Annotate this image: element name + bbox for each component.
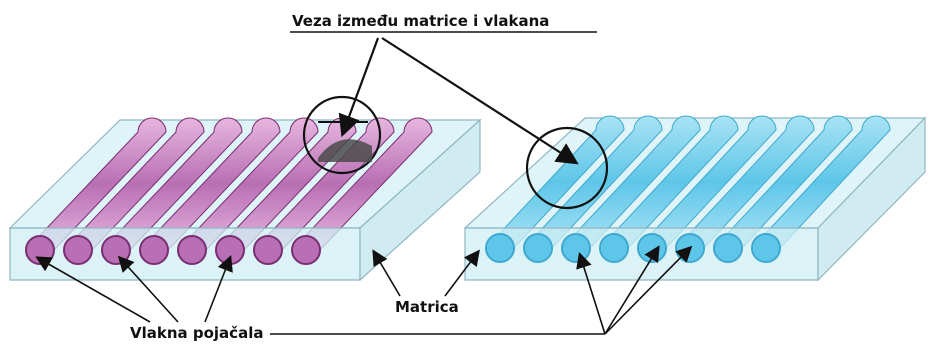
interface-pointer-right bbox=[381, 37, 579, 165]
left-fiber-group bbox=[24, 117, 433, 251]
left-fiber-1 bbox=[24, 117, 167, 251]
interface-label: Veza između matrice i vlakana bbox=[292, 12, 550, 30]
fiber-label: Vlakna pojačala bbox=[130, 324, 264, 342]
fiber-pointer-4 bbox=[576, 251, 606, 335]
right-fiber-2 bbox=[522, 115, 663, 249]
left-composite-block bbox=[8, 117, 482, 282]
right-composite-block bbox=[463, 115, 927, 282]
fiber-pointer-2 bbox=[117, 255, 179, 323]
right-fiber-7 bbox=[712, 115, 853, 249]
interface-detail-left bbox=[318, 139, 372, 162]
left-fiber-end-4 bbox=[139, 235, 169, 265]
right-fiber-8 bbox=[750, 115, 891, 249]
left-fiber-8 bbox=[290, 117, 433, 251]
matrix-label: Matrica bbox=[395, 298, 459, 316]
right-fiber-end-3 bbox=[561, 233, 591, 263]
interface-magnifier-right bbox=[525, 126, 609, 210]
left-fiber-end-7 bbox=[253, 235, 283, 265]
left-fiber-end-2 bbox=[63, 235, 93, 265]
left-fiber-end-8 bbox=[291, 235, 321, 265]
left-fiber-end-3 bbox=[101, 235, 131, 265]
right-fiber-4 bbox=[598, 115, 739, 249]
interface-magnifier-left bbox=[302, 95, 382, 175]
right-fiber-end-2 bbox=[523, 233, 553, 263]
fiber-pointer-5 bbox=[604, 245, 660, 335]
right-matrix-side-face bbox=[817, 116, 926, 282]
left-fiber-5 bbox=[176, 117, 319, 251]
left-fiber-3 bbox=[100, 117, 243, 251]
left-fiber-4 bbox=[138, 117, 281, 251]
right-fiber-group bbox=[484, 115, 891, 249]
right-fiber-5 bbox=[636, 115, 777, 249]
interface-pointer-left bbox=[338, 37, 380, 138]
right-fiber-3 bbox=[560, 115, 701, 249]
matrix-pointer-left bbox=[372, 249, 401, 297]
right-fiber-6 bbox=[674, 115, 815, 249]
fiber-pointer-6 bbox=[604, 245, 693, 335]
right-fiber-end-8 bbox=[751, 233, 781, 263]
right-fiber-1 bbox=[484, 115, 625, 249]
left-fiber-end-5 bbox=[177, 235, 207, 265]
left-matrix-side-face bbox=[359, 118, 481, 282]
right-fiber-end-7 bbox=[713, 233, 743, 263]
right-fiber-end-4 bbox=[599, 233, 629, 263]
fiber-pointer-3 bbox=[204, 255, 233, 323]
matrix-pointer-right bbox=[444, 249, 480, 297]
left-fiber-ends bbox=[25, 235, 321, 265]
right-fiber-end-1 bbox=[485, 233, 515, 263]
left-fiber-2 bbox=[62, 117, 205, 251]
fiber-pointer-1 bbox=[35, 256, 151, 323]
